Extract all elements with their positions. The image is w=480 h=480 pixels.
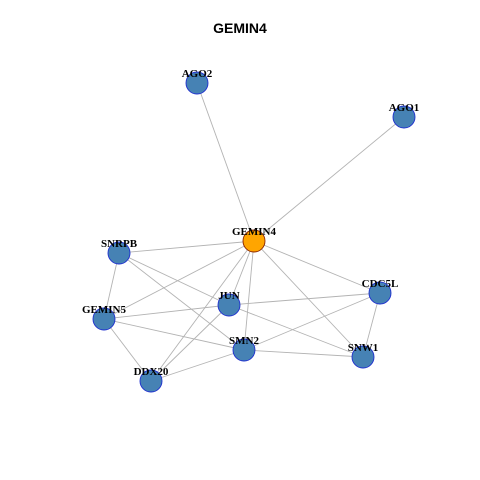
edge-jun-snw1 (228, 304, 364, 358)
edge-gemin4-ddx20 (150, 240, 255, 382)
node-label-ago1: AGO1 (389, 102, 420, 114)
node-label-ddx20: DDX20 (134, 366, 169, 378)
edge-jun-cdc5l (228, 292, 381, 306)
node-circle-cdc5l (368, 281, 392, 305)
node-circle-jun (217, 293, 241, 317)
node-snrpb: SNRPB (101, 238, 138, 265)
node-circle-gemin5 (92, 307, 116, 331)
node-cdc5l: CDC5L (362, 278, 399, 305)
node-ago2: AGO2 (182, 68, 213, 95)
node-jun: JUN (217, 290, 241, 317)
node-gemin5: GEMIN5 (82, 304, 127, 331)
edge-cdc5l-smn2 (243, 292, 381, 351)
edge-gemin4-ago2 (196, 82, 255, 242)
edge-snrpb-smn2 (118, 252, 245, 351)
node-circle-snw1 (351, 345, 375, 369)
node-circle-ddx20 (139, 369, 163, 393)
node-label-jun: JUN (218, 290, 239, 302)
node-smn2: SMN2 (229, 335, 259, 362)
edge-gemin4-jun (228, 240, 255, 306)
node-circle-snrpb (107, 241, 131, 265)
edge-jun-ddx20 (150, 304, 230, 382)
node-label-snrpb: SNRPB (101, 238, 138, 250)
node-label-smn2: SMN2 (229, 335, 259, 347)
edge-snrpb-jun (118, 252, 230, 306)
node-label-cdc5l: CDC5L (362, 278, 399, 290)
node-circle-ago2 (185, 71, 209, 95)
edge-gemin5-smn2 (103, 318, 245, 351)
node-ago1: AGO1 (389, 102, 420, 129)
node-label-gemin4: GEMIN4 (232, 226, 277, 238)
figure-title: GEMIN4 (213, 20, 267, 36)
node-label-snw1: SNW1 (348, 342, 379, 354)
node-circle-ago1 (392, 105, 416, 129)
edge-gemin5-jun (103, 304, 230, 320)
node-gemin4: GEMIN4 (232, 226, 277, 253)
edge-layer (103, 82, 405, 382)
node-circle-smn2 (232, 338, 256, 362)
edge-gemin5-ddx20 (103, 318, 152, 382)
node-ddx20: DDX20 (134, 366, 169, 393)
edge-gemin4-gemin5 (103, 240, 255, 320)
edge-gemin4-smn2 (243, 240, 255, 351)
node-label-ago2: AGO2 (182, 68, 213, 80)
node-snw1: SNW1 (348, 342, 379, 369)
edge-smn2-snw1 (243, 349, 364, 358)
edge-smn2-ddx20 (150, 349, 245, 382)
edge-gemin4-snrpb (118, 240, 255, 254)
edge-gemin4-ago1 (253, 116, 405, 242)
edge-gemin4-cdc5l (253, 240, 381, 294)
node-circle-gemin4 (242, 229, 266, 253)
node-label-gemin5: GEMIN5 (82, 304, 127, 316)
